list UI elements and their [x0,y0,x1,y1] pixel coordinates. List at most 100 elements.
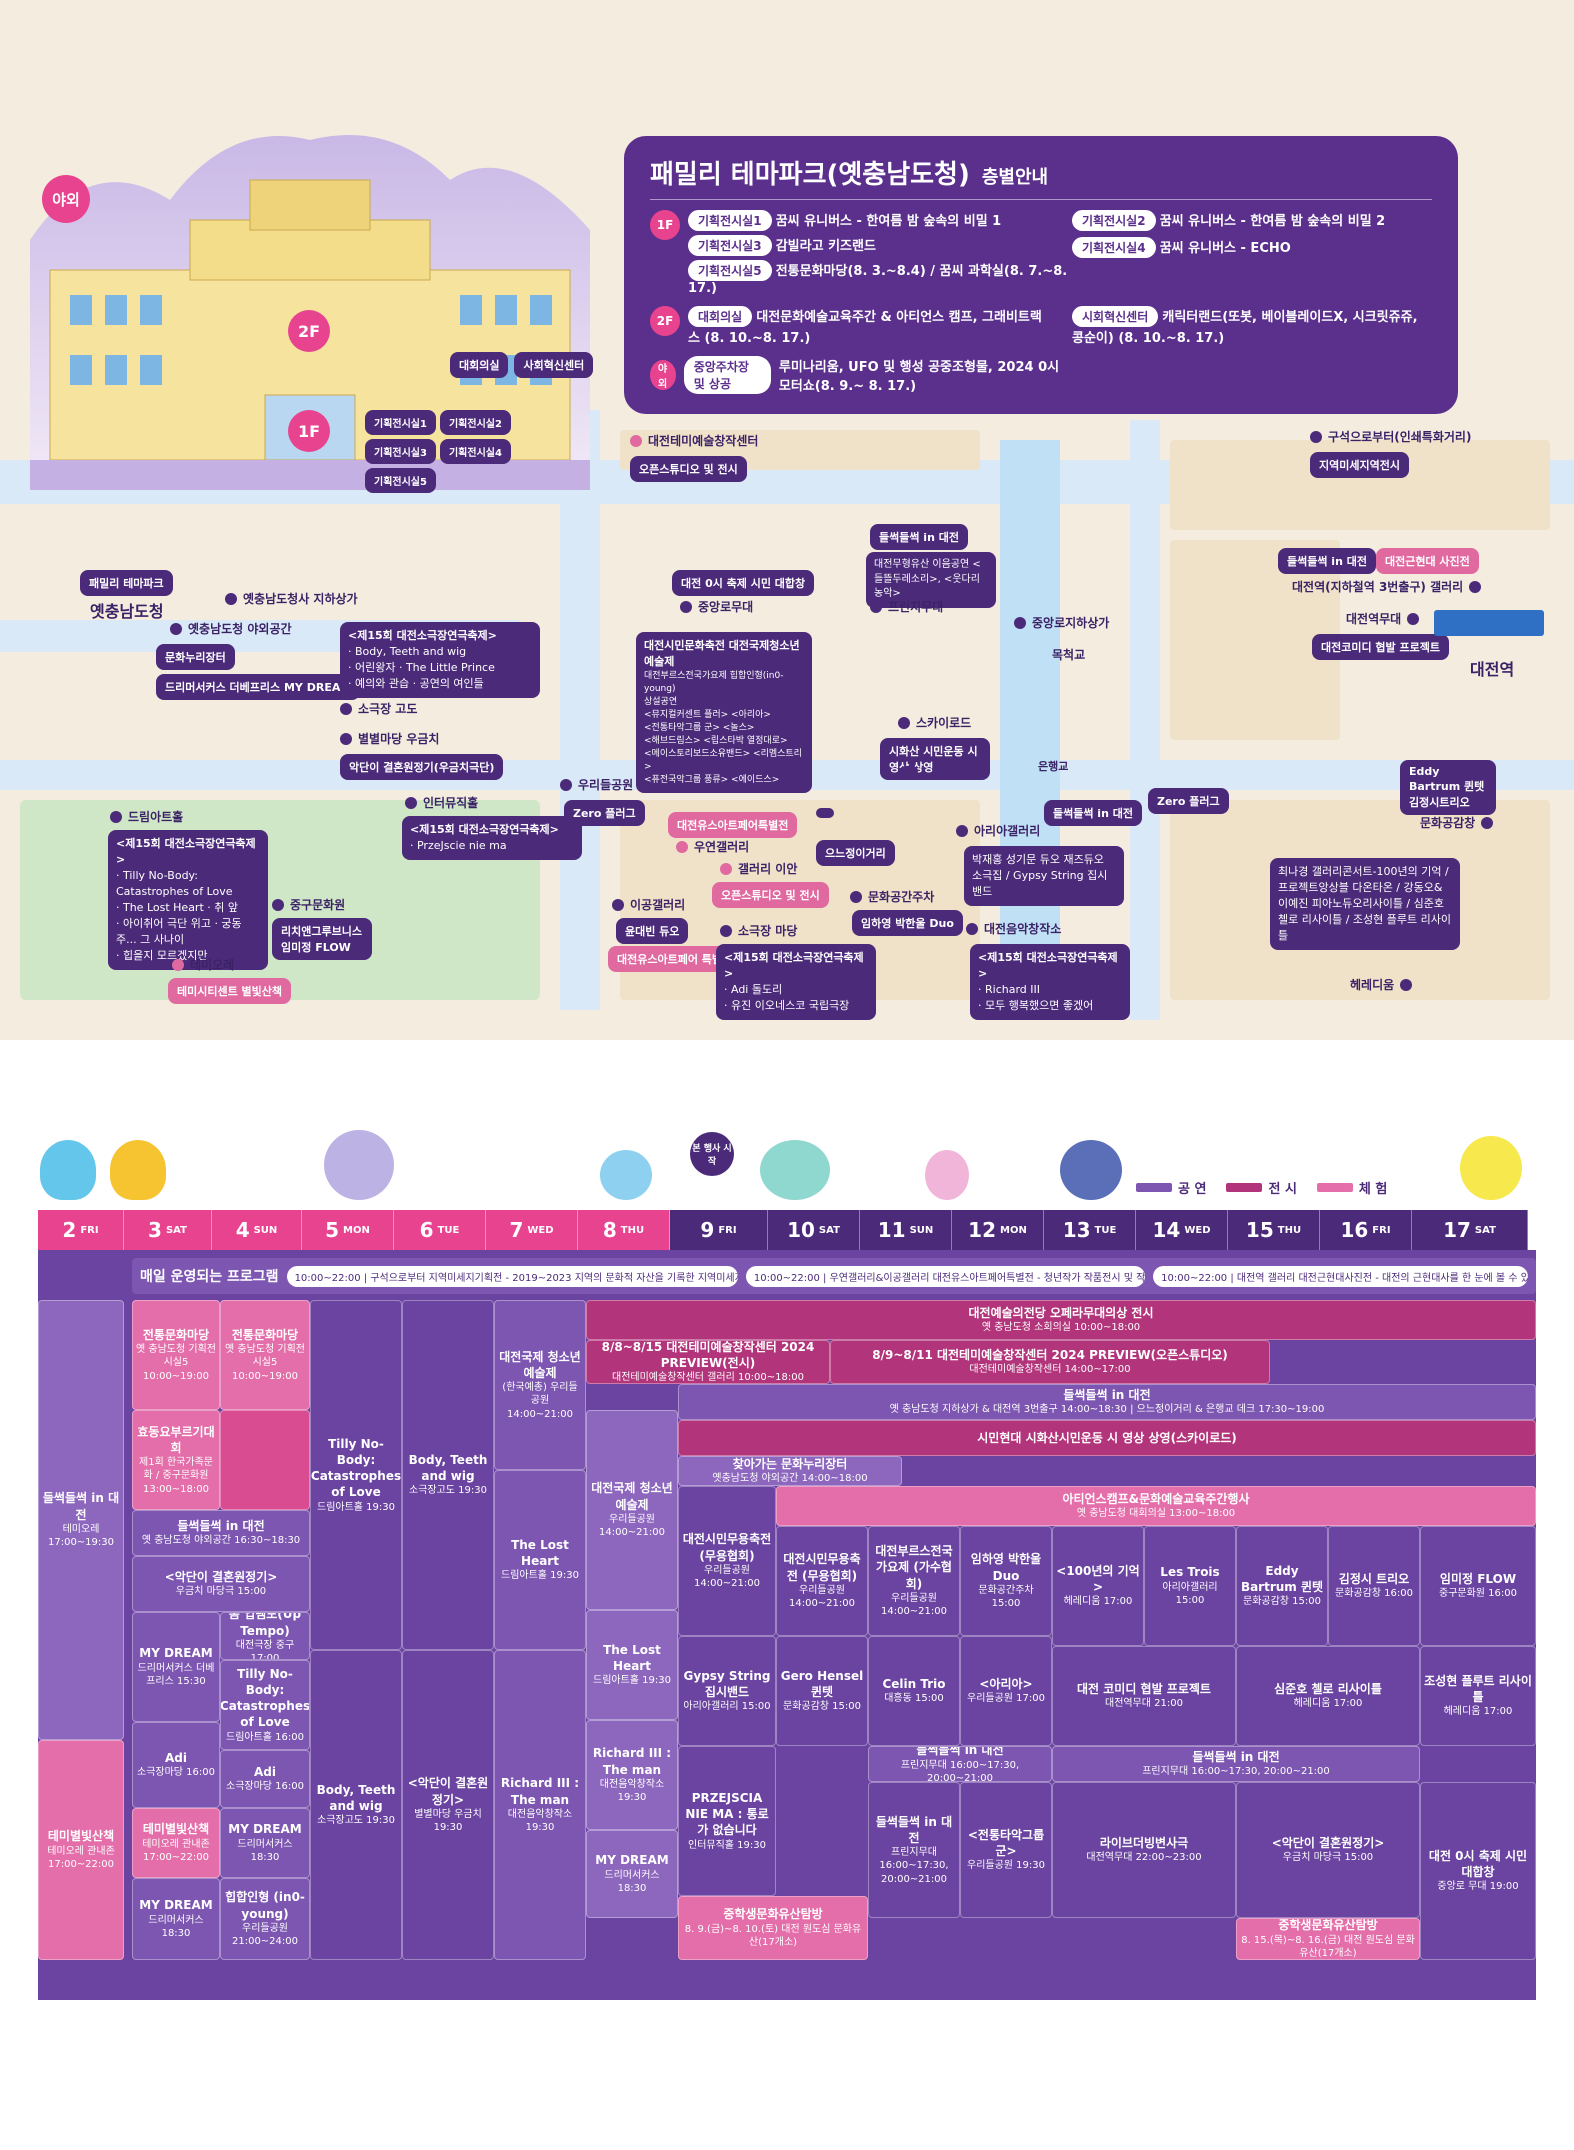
map-tag-gallery-ian-show: 오픈스튜디오 및 전시 [712,882,829,908]
map-label-byeol[interactable]: 별별마당 우금치 [340,730,439,747]
room-desc: 루미나리움, UFO 및 행성 공중조형물, 2024 0시 모터쇼(8. 9.… [778,360,1060,394]
map-label-igong[interactable]: 이공갤러리 [612,896,685,913]
event-hiphop[interactable]: 힙합인형 (in0-young)우리들공원 21:00~24:00 [220,1878,310,1960]
map-label-munhwa-parking[interactable]: 문화공간주차 [850,888,934,905]
map-label-hemo[interactable]: 헤레디움 [1350,976,1413,993]
map-label-station-stage[interactable]: 대전역무대 [1346,610,1420,627]
map-label-central-stage[interactable]: 중앙로무대 [680,598,753,615]
event-art-preview-2[interactable]: 8/9~8/11 대전테미예술창작센터 2024 PREVIEW(오픈스튜디오)… [830,1340,1270,1384]
map-label-central-underground[interactable]: 중앙로지하상가 [1014,614,1109,631]
map-label-art-center[interactable]: 대전테미예술창작센터 [630,432,758,449]
map-label-station-gallery[interactable]: 대전역(지하철역 3번출구) 갤러리 [1292,578,1482,595]
map-label-aria[interactable]: 아리아갤러리 [956,822,1040,839]
event-sunflower[interactable]: <아리아>우리들공원 17:00 [960,1636,1052,1746]
map-label-gallery-ian[interactable]: 갤러리 이안 [720,860,797,877]
event-poetry[interactable]: 시민현대 시화산시민운동 시 영상 상영(스카이로드) [678,1420,1536,1456]
map-label-munhwa-park[interactable]: 문화공감창 [1420,814,1494,831]
map-label-temi[interactable]: 테미오레 [172,956,234,973]
daily-program-2: 10:00~22:00 | 우연갤러리&이공갤러리 대전유스아트페어특별전 - … [745,1265,1146,1287]
map-label-junggu[interactable]: 중구문화원 [272,896,345,913]
event-uptempo[interactable]: 폼 업템포(Up Tempo)대전극장 중구 17:00 [220,1612,310,1660]
map-tag-zero: Zero 플러그 [564,800,645,826]
event-citizen-2[interactable]: 대전시민무용축전 (무용협회)우리들공원 14:00~21:00 [776,1526,868,1636]
event-agdan-3[interactable]: <악단이 결혼원정기>우금치 마당극 15:00 [1236,1782,1420,1918]
event-agdan[interactable]: <악단이 결혼원정기>우금치 마당극 15:00 [132,1556,310,1612]
day-number: 4 [235,1218,250,1242]
room-2f-b: 사회혁신센터 [514,352,594,378]
map-label-interplay[interactable]: 인터뮤직홀 [405,794,478,811]
event-century[interactable]: <100년의 기억>헤레디움 17:00 [1052,1526,1144,1646]
floor-1f-chip: 1F [650,210,680,240]
map-label-uri-park[interactable]: 우리들공원 [560,776,633,793]
map-label-skyroad[interactable]: 스카이로드 [898,714,971,731]
event-blues[interactable]: 대전부르스전국가요제 (가수협회)우리들공원 14:00~21:00 [868,1526,960,1636]
map-label-outdoor[interactable]: 옛충남도청 야외공간 [170,620,292,637]
day-number: 7 [509,1218,524,1242]
map-label-underground[interactable]: 옛충남도청사 지하상가 [225,590,358,607]
event-agdan-2[interactable]: <악단이 결혼원정기>별별마당 우금치 19:30 [402,1650,494,1960]
map-label-woomyeon[interactable]: 우연갤러리 [676,838,749,855]
map-label-small-madang[interactable]: 소극장 마당 [720,922,797,939]
event-citizen-1[interactable]: 대전시민무용축전 (무용협회)우리들공원 14:00~21:00 [678,1486,776,1636]
event-rockers[interactable]: <전통타악그룹 군>우리들공원 19:30 [960,1782,1052,1918]
map-label-music-hall[interactable]: 대전음악창작소 [966,920,1061,937]
map-label-fringe[interactable]: 프린지무대 [870,598,943,615]
guide-row-2f: 2F 대회의실 대전문화예술교육주간 & 아티언스 캠프, 그래비트랙스 (8.… [650,306,1072,346]
map-label-guseong[interactable]: 구석으로부터(인쇄특화거리) [1310,428,1471,445]
floor-2f-chip: 2F [650,306,680,336]
map-tag-youth-art: 대전유스아트페어특별전 [668,812,798,838]
map-label-dreamart[interactable]: 드림아트홀 [110,808,183,825]
event-art-preview-1[interactable]: 8/8~8/15 대전테미예술창작센터 2024 PREVIEW(전시)대전테미… [586,1340,830,1384]
event-youth-1[interactable]: 대전국제 청소년예술제(한국예총) 우리들공원 14:00~21:00 [494,1300,586,1470]
map-label-small-theater[interactable]: 소극장 고도 [340,700,417,717]
